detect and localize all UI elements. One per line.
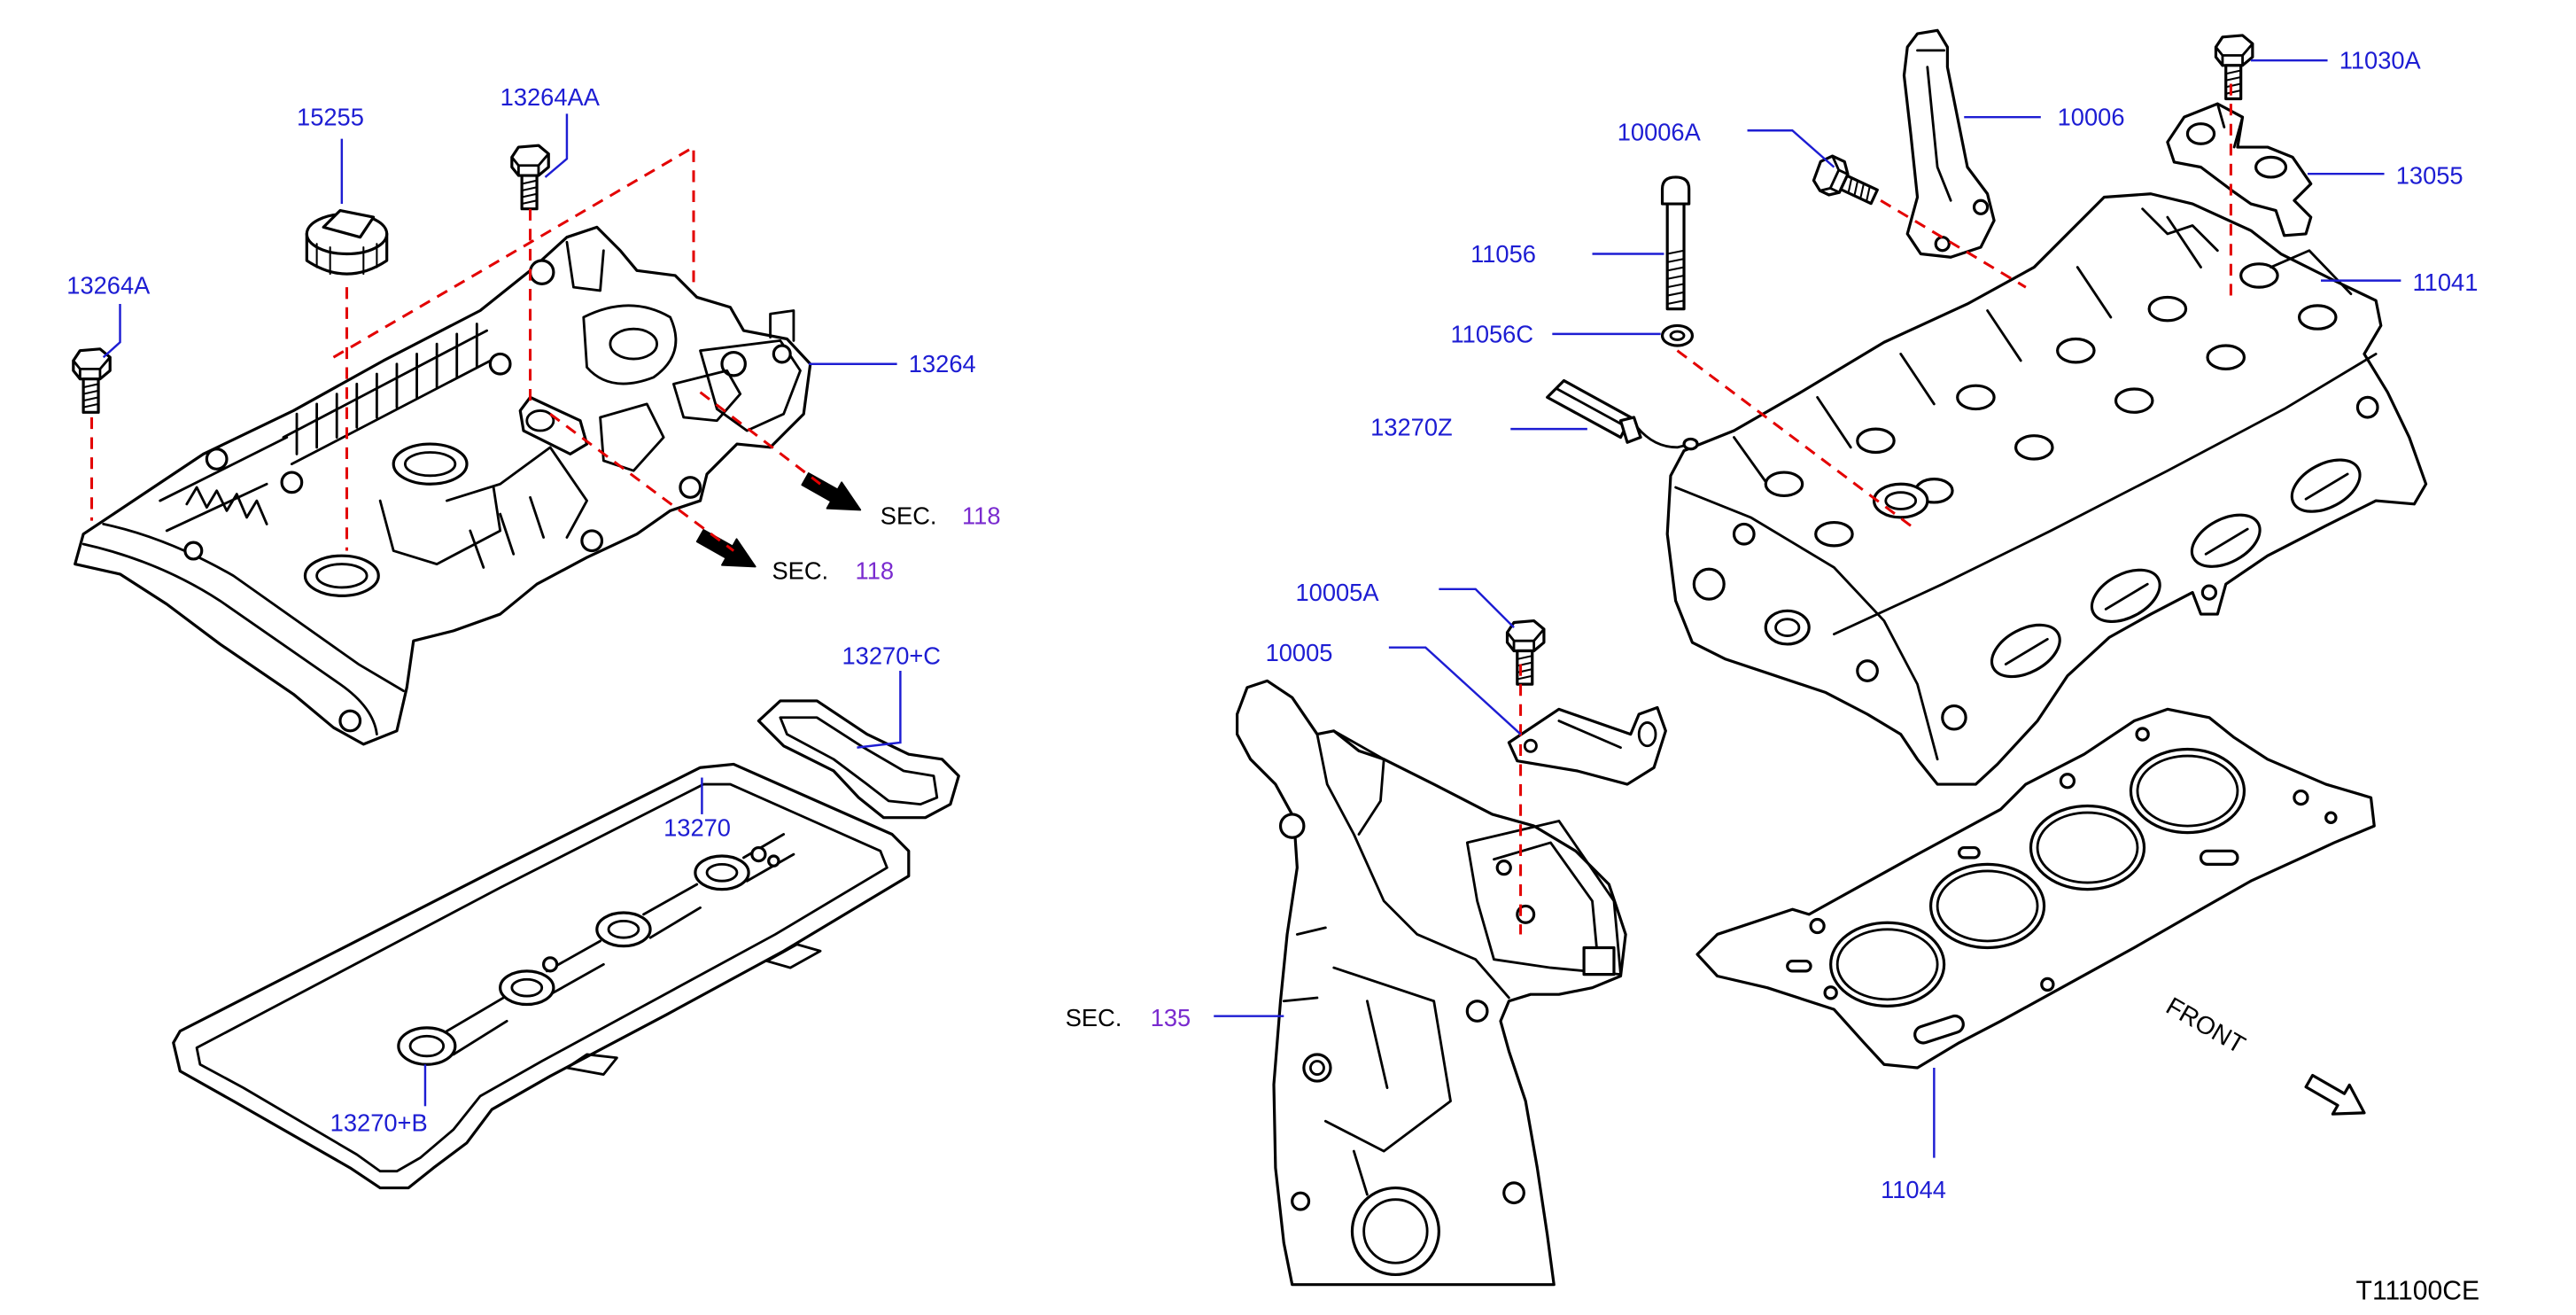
callout-13270c[interactable]: 13270+C	[842, 642, 941, 670]
leader-line-10005a	[1439, 587, 1515, 628]
leader-line-13264a	[102, 303, 121, 359]
front-arrow-icon	[2304, 1073, 2366, 1116]
callout-11056c[interactable]: 11056C	[1451, 320, 1534, 347]
bolt-10005a-part	[1505, 619, 1546, 686]
assembly-guide-lines	[90, 83, 2232, 935]
section-prefix: SEC.	[1066, 1004, 1122, 1031]
cam-sensor-bracket-part	[2166, 102, 2313, 237]
callout-13055[interactable]: 13055	[2396, 161, 2463, 189]
leader-line-13270c	[857, 671, 902, 749]
section-references: SEC. 118 SEC. 118 SEC. 135	[772, 502, 1191, 1031]
callout-labels: 15255 13264AA 13264A 13264 13270+C 13270…	[66, 47, 2478, 1203]
head-bolt-11056-part	[1660, 175, 1691, 311]
section-arrow-icon	[695, 529, 757, 568]
callout-10005[interactable]: 10005	[1266, 639, 1333, 666]
callout-10006[interactable]: 10006	[2058, 104, 2125, 131]
callout-13270z[interactable]: 13270Z	[1370, 414, 1453, 441]
callout-13270b[interactable]: 13270+B	[330, 1109, 428, 1137]
head-gasket-part	[1695, 707, 2376, 1070]
bracket-10005-part	[1507, 705, 1667, 786]
callout-11044[interactable]: 11044	[1881, 1176, 1946, 1203]
bolt-13264a-part	[72, 347, 112, 414]
section-ref-upper: SEC. 118	[881, 502, 1001, 529]
oil-filler-cap-part	[305, 208, 389, 276]
bolt-10006a-part	[1812, 154, 1879, 206]
rocker-cover-part	[74, 225, 812, 746]
callout-11041[interactable]: 11041	[2413, 268, 2479, 296]
leader-line-10005	[1388, 646, 1522, 735]
section-prefix: SEC.	[881, 502, 937, 529]
callout-13264aa[interactable]: 13264AA	[500, 83, 601, 111]
bolt-13264aa-part	[510, 144, 550, 211]
section-number-link[interactable]: 135	[1151, 1004, 1191, 1031]
leader-line-13264aa	[544, 113, 569, 178]
callout-11030a[interactable]: 11030A	[2339, 47, 2422, 74]
section-number-link[interactable]: 118	[962, 502, 1001, 529]
callout-10006a[interactable]: 10006A	[1618, 119, 1702, 146]
plug-tube-gasket-part	[757, 699, 960, 820]
engine-slinger-part	[1902, 28, 1996, 259]
callout-13264[interactable]: 13264	[909, 350, 976, 377]
callout-11056[interactable]: 11056	[1470, 240, 1536, 268]
front-direction-label: FRONT	[2161, 992, 2250, 1059]
callout-10005a[interactable]: 10005A	[1295, 579, 1379, 606]
section-ref-front-cover: SEC. 135	[1066, 1004, 1191, 1031]
sealant-tube-part	[1546, 378, 1699, 451]
callout-15255[interactable]: 15255	[297, 104, 364, 131]
callout-13264a[interactable]: 13264A	[66, 272, 151, 300]
rocker-cover-gasket-part	[172, 762, 911, 1190]
diagram-code: T11100CE	[2356, 1277, 2479, 1306]
washer-11056c-part	[1660, 323, 1695, 347]
front-cover-part	[1235, 679, 1627, 1287]
port-row	[1990, 458, 2362, 679]
cylinder-head-part	[1665, 192, 2428, 786]
callout-13270[interactable]: 13270	[663, 813, 731, 841]
bolt-11030a-part	[2214, 34, 2254, 101]
section-arrow-icon	[801, 472, 862, 511]
leader-lines	[102, 58, 2401, 1158]
section-number-link[interactable]: 118	[856, 557, 895, 585]
leader-line-10006a	[1747, 129, 1835, 168]
section-ref-lower: SEC. 118	[772, 557, 894, 585]
section-prefix: SEC.	[772, 557, 828, 585]
